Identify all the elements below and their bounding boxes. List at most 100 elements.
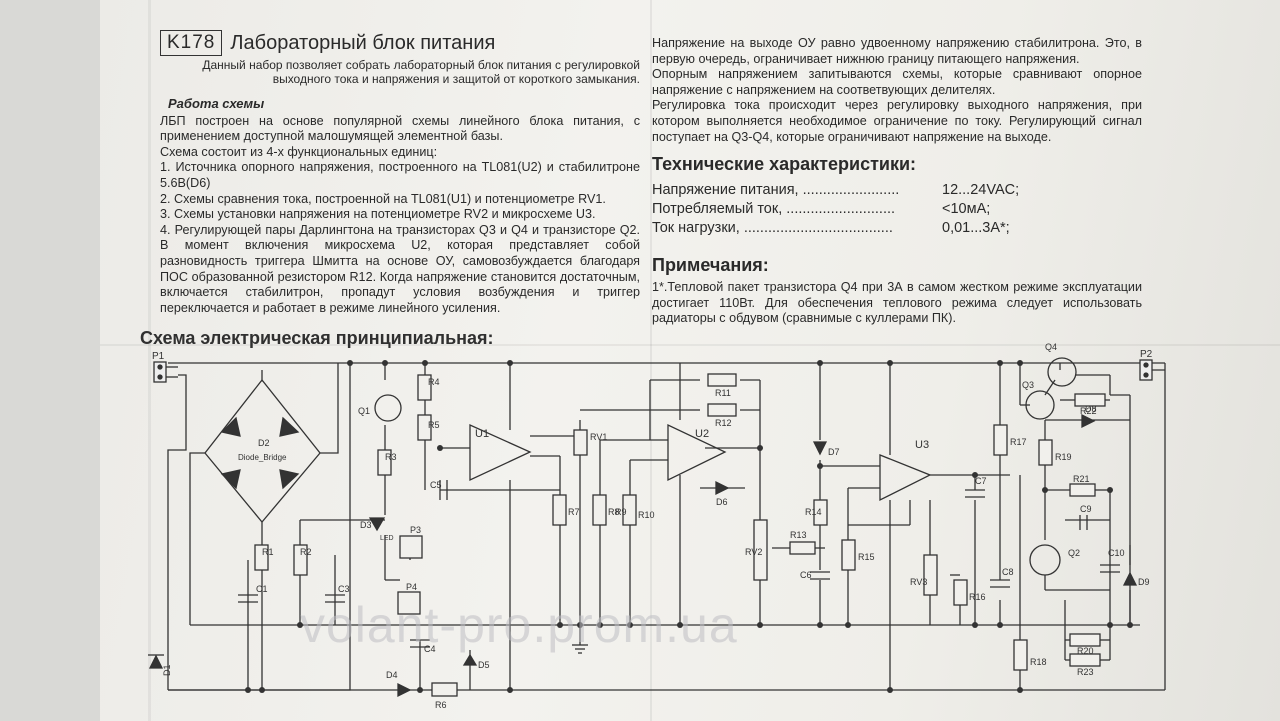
r4-label: R4 bbox=[428, 377, 440, 387]
instruction-sheet bbox=[100, 0, 1280, 721]
left-column: K178 Лабораторный блок питания Данный на… bbox=[160, 30, 640, 316]
watermark: volant-pro.prom.ua bbox=[300, 597, 738, 653]
c8-label: C8 bbox=[1002, 567, 1014, 577]
r20-label: R20 bbox=[1077, 646, 1094, 656]
connector-p2: P2 bbox=[1139, 349, 1153, 381]
r3-label: R3 bbox=[385, 452, 397, 462]
u3-label: U3 bbox=[915, 439, 929, 451]
spec-name: Ток нагрузки, ..........................… bbox=[652, 220, 893, 237]
notes-text: 1*.Тепловой пакет транзистора Q4 при 3А … bbox=[652, 280, 1142, 326]
spec-name: Напряжение питания, ....................… bbox=[652, 182, 900, 199]
d7-label: D7 bbox=[828, 447, 840, 457]
rv3-label: RV3 bbox=[910, 577, 927, 587]
op-amps: U1 U2 U3 bbox=[469, 423, 932, 502]
rv1-label: RV1 bbox=[590, 432, 607, 442]
r5-label: R5 bbox=[428, 420, 440, 430]
r8-label: R8 bbox=[608, 507, 620, 517]
paper-fold-horizontal bbox=[100, 344, 1280, 346]
operation-heading: Работа схемы bbox=[168, 96, 265, 111]
c3-label: C3 bbox=[338, 584, 350, 594]
r7-label: R7 bbox=[568, 507, 580, 517]
u1-label: U1 bbox=[475, 428, 489, 440]
resistors: R1 R2 R3 R4 R5 R6 R7 R8 R9 R10 R11 R12 R… bbox=[254, 373, 1106, 710]
p2-label: P2 bbox=[1140, 349, 1153, 360]
r15-label: R15 bbox=[858, 552, 875, 562]
q1-label: Q1 bbox=[358, 406, 370, 416]
q4-label: Q4 bbox=[1045, 342, 1057, 352]
spec-row: Потребляемый ток, ......................… bbox=[652, 200, 1142, 219]
r1-label: R1 bbox=[262, 547, 274, 557]
rv2-label: RV2 bbox=[745, 547, 762, 557]
r13-label: R13 bbox=[790, 530, 807, 540]
r10-label: R10 bbox=[638, 510, 655, 520]
paper-fold-vertical bbox=[650, 0, 652, 721]
connectors-p3-p4: P3 P4 bbox=[397, 525, 423, 615]
p3-label: P3 bbox=[410, 525, 421, 535]
led-label: LED bbox=[380, 535, 394, 542]
r18-label: R18 bbox=[1030, 657, 1047, 667]
r14-label: R14 bbox=[805, 507, 822, 517]
q2-label: Q2 bbox=[1068, 548, 1080, 558]
junction-dots bbox=[245, 360, 1133, 693]
r19-label: R19 bbox=[1055, 452, 1072, 462]
diode-d1: D1 bbox=[148, 654, 172, 676]
r17-label: R17 bbox=[1010, 437, 1027, 447]
list-item: 3. Схемы установки напряжения на потенци… bbox=[160, 207, 596, 222]
transistors: Q1 Q2 Q3 Q4 bbox=[358, 342, 1080, 576]
potentiometers: RV1 RV2 RV3 bbox=[573, 429, 938, 596]
spec-value: <10мА; bbox=[942, 201, 991, 218]
diode-bridge: D2 Diode_Bridge bbox=[204, 378, 321, 524]
list-item: 2. Схемы сравнения тока, построенной на … bbox=[160, 191, 606, 206]
c1-label: C1 bbox=[256, 584, 268, 594]
r9-label: R9 bbox=[615, 507, 627, 517]
r12-label: R12 bbox=[715, 418, 732, 428]
page-title: Лабораторный блок питания bbox=[230, 32, 496, 54]
d2-label: D2 bbox=[258, 438, 270, 448]
d9-label: D9 bbox=[1138, 577, 1150, 587]
r16-label: R16 bbox=[969, 592, 986, 602]
d1-label: D1 bbox=[162, 664, 172, 676]
r21-label: R21 bbox=[1073, 474, 1090, 484]
p1-label: P1 bbox=[152, 351, 165, 362]
r22-label: R22 bbox=[1080, 406, 1097, 416]
diodes: D3 LED D4 D5 D6 D7 D8 D9 bbox=[360, 404, 1150, 698]
spec-value: 0,01...3А*; bbox=[942, 220, 1010, 237]
kit-code: K178 bbox=[160, 30, 223, 56]
q3-label: Q3 bbox=[1022, 380, 1034, 390]
schematic-title: Схема электрическая принципиальная: bbox=[140, 328, 494, 348]
capacitors: C1 C3 C4 C5 C6 C7 C8 C9 C10 bbox=[238, 476, 1125, 654]
operation-paragraph-4: Опорным напряжением запитываются схемы, … bbox=[652, 67, 1142, 97]
r2-label: R2 bbox=[300, 547, 312, 557]
d5-label: D5 bbox=[478, 660, 490, 670]
c6-label: C6 bbox=[800, 570, 812, 580]
operation-paragraph-5: Регулировка тока происходит через регули… bbox=[652, 98, 1142, 144]
spec-value: 12...24VAC; bbox=[942, 182, 1020, 199]
c4-label: C4 bbox=[424, 644, 436, 654]
connector-p1: P1 bbox=[152, 351, 178, 383]
r11-label: R11 bbox=[715, 388, 731, 398]
list-item: 1. Источника опорного напряжения, постро… bbox=[160, 160, 640, 190]
intro-text: Данный набор позволяет собрать лаборатор… bbox=[202, 58, 640, 86]
r23-label: R23 bbox=[1077, 667, 1094, 677]
bridge-label: Diode_Bridge bbox=[238, 453, 287, 462]
r6-label: R6 bbox=[435, 700, 447, 710]
c7-label: C7 bbox=[975, 476, 987, 486]
c5-label: C5 bbox=[430, 480, 442, 490]
spec-row: Напряжение питания, ....................… bbox=[652, 181, 1142, 200]
u2-label: U2 bbox=[695, 428, 709, 440]
operation-paragraph-3: Напряжение на выходе ОУ равно удвоенному… bbox=[652, 36, 1142, 66]
notes-heading: Примечания: bbox=[652, 255, 769, 276]
spec-row: Ток нагрузки, ..........................… bbox=[652, 219, 1142, 238]
ground-symbol bbox=[572, 625, 588, 654]
p4-label: P4 bbox=[406, 582, 417, 592]
wiring bbox=[167, 362, 1166, 691]
c9-label: C9 bbox=[1080, 504, 1092, 514]
d6-label: D6 bbox=[716, 497, 728, 507]
spec-name: Потребляемый ток, ......................… bbox=[652, 201, 896, 218]
specs-heading: Технические характеристики: bbox=[652, 154, 917, 175]
d3-label: D3 bbox=[360, 520, 372, 530]
operation-paragraph-2: Схема состоит из 4-х функциональных един… bbox=[160, 144, 438, 159]
d4-label: D4 bbox=[386, 670, 398, 680]
operation-paragraph-1: ЛБП построен на основе популярной схемы … bbox=[160, 113, 640, 144]
